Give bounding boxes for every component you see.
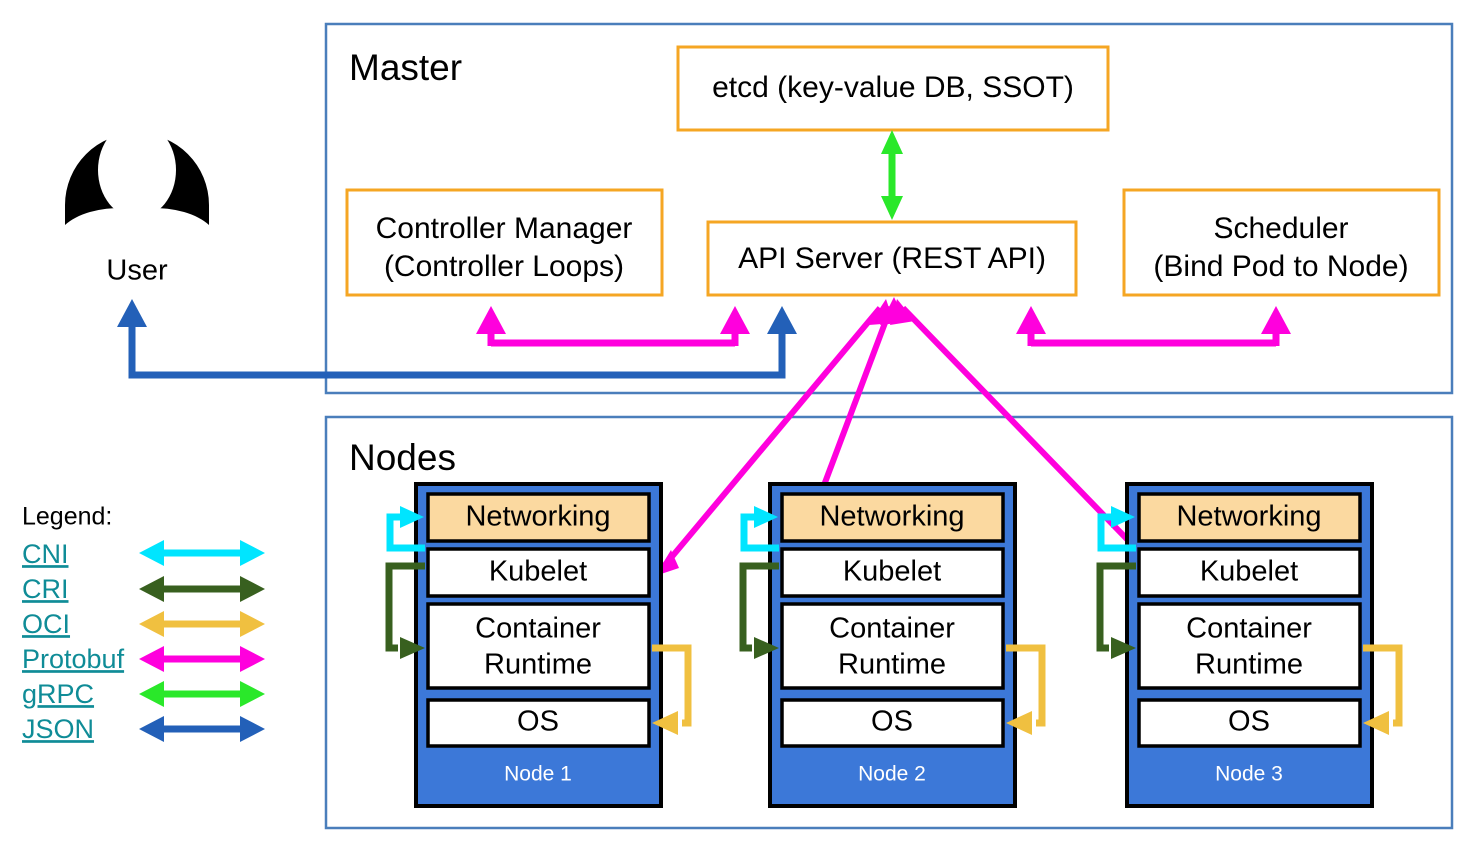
- legend-label-oci[interactable]: OCI: [22, 609, 70, 639]
- node-3-kubelet-label: Kubelet: [1200, 556, 1298, 588]
- node-3-container-runtime-label-line2: Runtime: [1195, 649, 1303, 681]
- master-frame-title: Master: [349, 47, 462, 88]
- legend: Legend: CNI CRI OCI Protobuf: [22, 503, 265, 744]
- node-2-container-runtime-label-line1: Container: [829, 613, 955, 645]
- controller-manager-label-line2: (Controller Loops): [384, 250, 624, 283]
- node-2-container-runtime-box[interactable]: [780, 602, 1005, 690]
- connection-json-user-apiserver: [117, 299, 797, 379]
- node-1-name: Node 1: [504, 763, 572, 786]
- node-3-container-runtime-label-line1: Container: [1186, 613, 1312, 645]
- legend-arrow-grpc: [139, 681, 265, 707]
- node-2[interactable]: Networking Kubelet Container Runtime OS …: [768, 482, 1017, 808]
- node-3[interactable]: Networking Kubelet Container Runtime OS …: [1125, 482, 1374, 808]
- master-frame: [324, 22, 1454, 395]
- nodes-frame: [324, 415, 1454, 830]
- legend-arrow-protobuf: [139, 646, 265, 672]
- node-2-kubelet-box[interactable]: [780, 547, 1005, 598]
- node-2-cri-link: [739, 562, 779, 659]
- node-3-networking-label: Networking: [1176, 501, 1321, 533]
- node-3-oci-link: [1363, 644, 1403, 735]
- connection-protobuf-scheduler-apiserver: [1016, 306, 1291, 347]
- node-1-container-runtime-label-line1: Container: [475, 613, 601, 645]
- node-3-cni-link: [1097, 506, 1136, 552]
- node-2-oci-link: [1006, 644, 1046, 735]
- node-2-os-label: OS: [871, 706, 913, 738]
- user-label: User: [106, 255, 168, 287]
- legend-label-cni[interactable]: CNI: [22, 539, 69, 569]
- node-1-networking-box[interactable]: [426, 492, 651, 543]
- legend-label-json[interactable]: JSON: [22, 714, 94, 744]
- legend-label-cri[interactable]: CRI: [22, 574, 69, 604]
- legend-arrow-cni: [139, 540, 265, 566]
- connection-grpc-etcd-apiserver: [881, 130, 903, 220]
- controller-manager-box[interactable]: Controller Manager (Controller Loops): [345, 188, 664, 297]
- node-1-kubelet-box[interactable]: [426, 547, 651, 598]
- node-3-container-runtime-box[interactable]: [1137, 602, 1362, 690]
- node-1-cni-link: [386, 506, 425, 552]
- node-3-os-label: OS: [1228, 706, 1270, 738]
- legend-arrow-cri: [139, 576, 265, 602]
- node-1-container-runtime-box[interactable]: [426, 602, 651, 690]
- node-3-name: Node 3: [1215, 763, 1283, 786]
- legend-label-protobuf[interactable]: Protobuf: [22, 644, 125, 674]
- legend-label-grpc[interactable]: gRPC: [22, 679, 94, 709]
- node-2-os-box[interactable]: [780, 698, 1005, 748]
- node-2-cni-link: [740, 506, 779, 552]
- api-server-box[interactable]: API Server (REST API): [706, 220, 1078, 297]
- node-1[interactable]: Networking Kubelet Container Runtime OS …: [414, 482, 663, 808]
- node-2-networking-label: Networking: [819, 501, 964, 533]
- api-server-label: API Server (REST API): [738, 242, 1046, 275]
- node-3-os-box[interactable]: [1137, 698, 1362, 748]
- node-1-kubelet-label: Kubelet: [489, 556, 587, 588]
- scheduler-label-line1: Scheduler: [1213, 212, 1348, 245]
- etcd-label: etcd (key-value DB, SSOT): [712, 71, 1074, 104]
- etcd-box[interactable]: etcd (key-value DB, SSOT): [676, 45, 1110, 132]
- legend-title: Legend:: [22, 503, 112, 531]
- node-2-name: Node 2: [858, 763, 926, 786]
- node-3-kubelet-box[interactable]: [1137, 547, 1362, 598]
- node-1-cri-link: [385, 562, 425, 659]
- user-avatar-icon: [65, 122, 209, 225]
- node-3-cri-link: [1096, 562, 1136, 659]
- node-2-kubelet-label: Kubelet: [843, 556, 941, 588]
- controller-manager-label-line1: Controller Manager: [376, 212, 633, 245]
- node-1-os-label: OS: [517, 706, 559, 738]
- scheduler-label-line2: (Bind Pod to Node): [1153, 250, 1408, 283]
- legend-arrow-json: [139, 716, 265, 742]
- node-1-networking-label: Networking: [465, 501, 610, 533]
- connection-protobuf-controllermanager-apiserver: [476, 306, 750, 347]
- node-2-networking-box[interactable]: [780, 492, 1005, 543]
- nodes-frame-title: Nodes: [349, 437, 456, 478]
- legend-arrow-oci: [139, 611, 265, 637]
- node-1-os-box[interactable]: [426, 698, 651, 748]
- node-1-container-runtime-label-line2: Runtime: [484, 649, 592, 681]
- scheduler-box[interactable]: Scheduler (Bind Pod to Node): [1122, 188, 1441, 297]
- node-3-networking-box[interactable]: [1137, 492, 1362, 543]
- node-1-oci-link: [652, 644, 692, 735]
- node-2-container-runtime-label-line2: Runtime: [838, 649, 946, 681]
